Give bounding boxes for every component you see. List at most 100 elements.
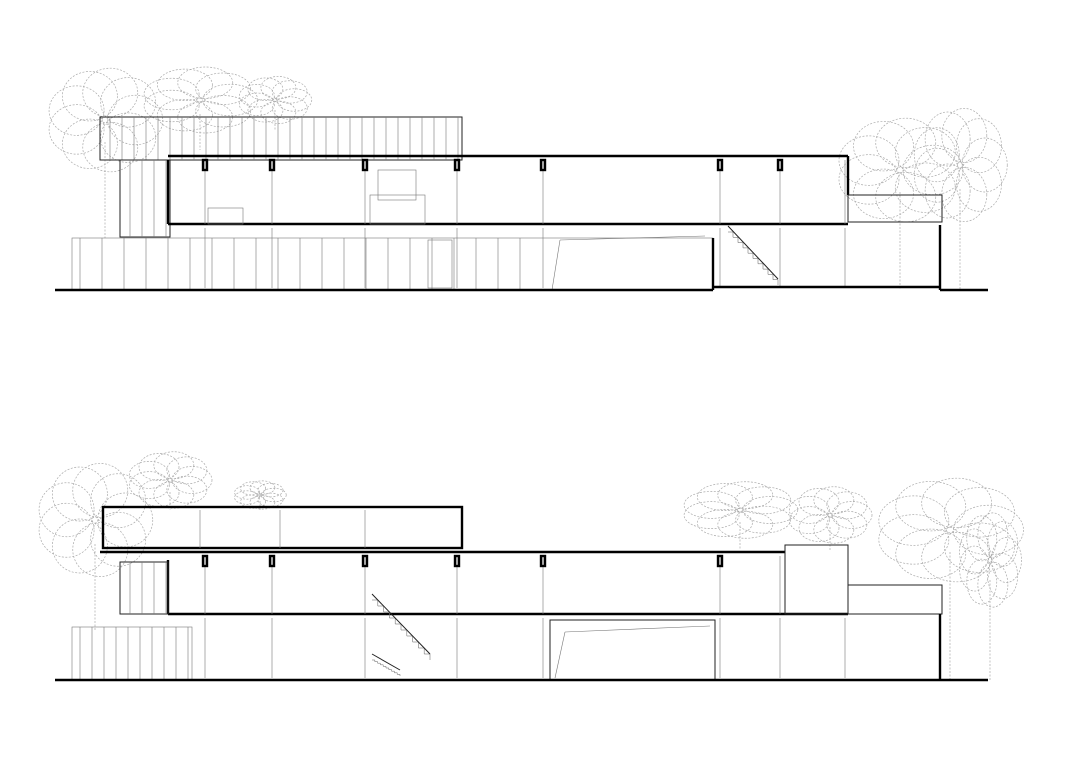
tree-foliage [260,76,297,100]
tree-foliage [128,461,170,489]
tree [234,480,287,510]
column-head [361,554,369,568]
column-head [453,554,461,568]
tree-foliage [853,168,914,219]
tree-foliage [271,80,308,104]
tree-foliage [895,481,967,532]
tree-foliage [257,483,284,498]
ramp-line [564,625,711,633]
column-head [716,554,724,568]
tree [48,67,164,238]
column-head [201,554,209,568]
tree-foliage [177,66,234,99]
tree-foliage [90,473,147,529]
tree-foliage [798,514,840,542]
tree-foliage [959,545,990,592]
tree-foliage [953,504,1024,556]
column-head [268,158,276,172]
tree-foliage [260,487,287,503]
furniture [369,194,426,225]
tree-foliage [956,118,1002,174]
tree [38,463,154,630]
tree-foliage [157,99,213,132]
tree [239,76,313,130]
tree-foliage [128,471,170,499]
tree-foliage [100,112,157,163]
tree-foliage [234,490,260,505]
tree-foliage [239,92,275,116]
tree-foliage [683,491,740,519]
tree-foliage [48,104,105,155]
tree-foliage [913,127,960,183]
tree-foliage [991,537,1022,583]
tree-foliage [853,121,914,172]
column-head [268,554,276,568]
column-head [201,158,209,172]
column-head [539,554,547,568]
tree-foliage [138,453,180,481]
tree [913,108,1008,290]
tree-foliage [260,100,297,124]
column-head [453,158,461,172]
column-head [716,158,724,172]
tree-foliage [924,163,971,219]
tree-foliage [72,522,129,577]
tree-foliage [239,84,275,108]
tree-foliage [249,480,276,495]
tree-foliage [987,521,1018,567]
building-section-upper [48,66,1008,292]
tree-foliage [895,528,967,579]
tree-foliage [38,482,95,538]
tree-foliage [875,171,937,223]
side-box [119,561,169,615]
column-head [361,158,369,172]
tree-foliage [257,492,284,507]
ground-floor-cladding [71,626,193,681]
tree-foliage [875,117,937,169]
tree-foliage [944,487,1015,538]
tree-foliage [38,502,95,558]
tree-foliage [735,486,792,515]
tree-foliage [276,88,313,112]
tree-foliage [202,83,259,117]
tree-foliage [742,496,799,524]
furniture [207,207,244,225]
tree-foliage [961,137,1008,193]
tree-foliage [195,72,252,105]
tree-foliage [966,515,998,562]
stair-rail [371,593,431,655]
ramp-line [559,235,706,241]
tree-foliage [717,510,774,539]
tree-foliage [894,127,956,178]
tree-foliage [52,466,108,522]
tree-foliage [894,162,956,213]
tree-foliage [143,77,200,111]
ramp-line [551,239,561,291]
tree-foliage [166,456,208,485]
tree-foliage [62,118,118,169]
tree-foliage [977,512,1009,559]
tree-foliage [913,147,960,203]
tree-foliage [717,481,774,510]
tree-foliage [157,68,213,101]
tree-foliage [878,495,950,546]
stair-rail [727,225,779,280]
tree-foliage [944,522,1015,573]
tree [878,477,1024,680]
tree-foliage [788,496,830,524]
tree-foliage [107,94,164,146]
tree-foliage [683,501,740,529]
side-box [119,159,171,238]
tree-foliage [234,485,260,500]
tree-foliage [697,509,753,537]
tree-foliage [788,506,830,534]
tree-foliage [697,483,753,511]
tree-foliage [813,515,855,544]
tree-foliage [62,71,118,122]
tree-foliage [941,108,988,163]
tree-foliage [826,491,868,520]
tree-foliage [138,479,180,507]
entrance-door [427,239,453,289]
tree-foliage [813,486,855,515]
